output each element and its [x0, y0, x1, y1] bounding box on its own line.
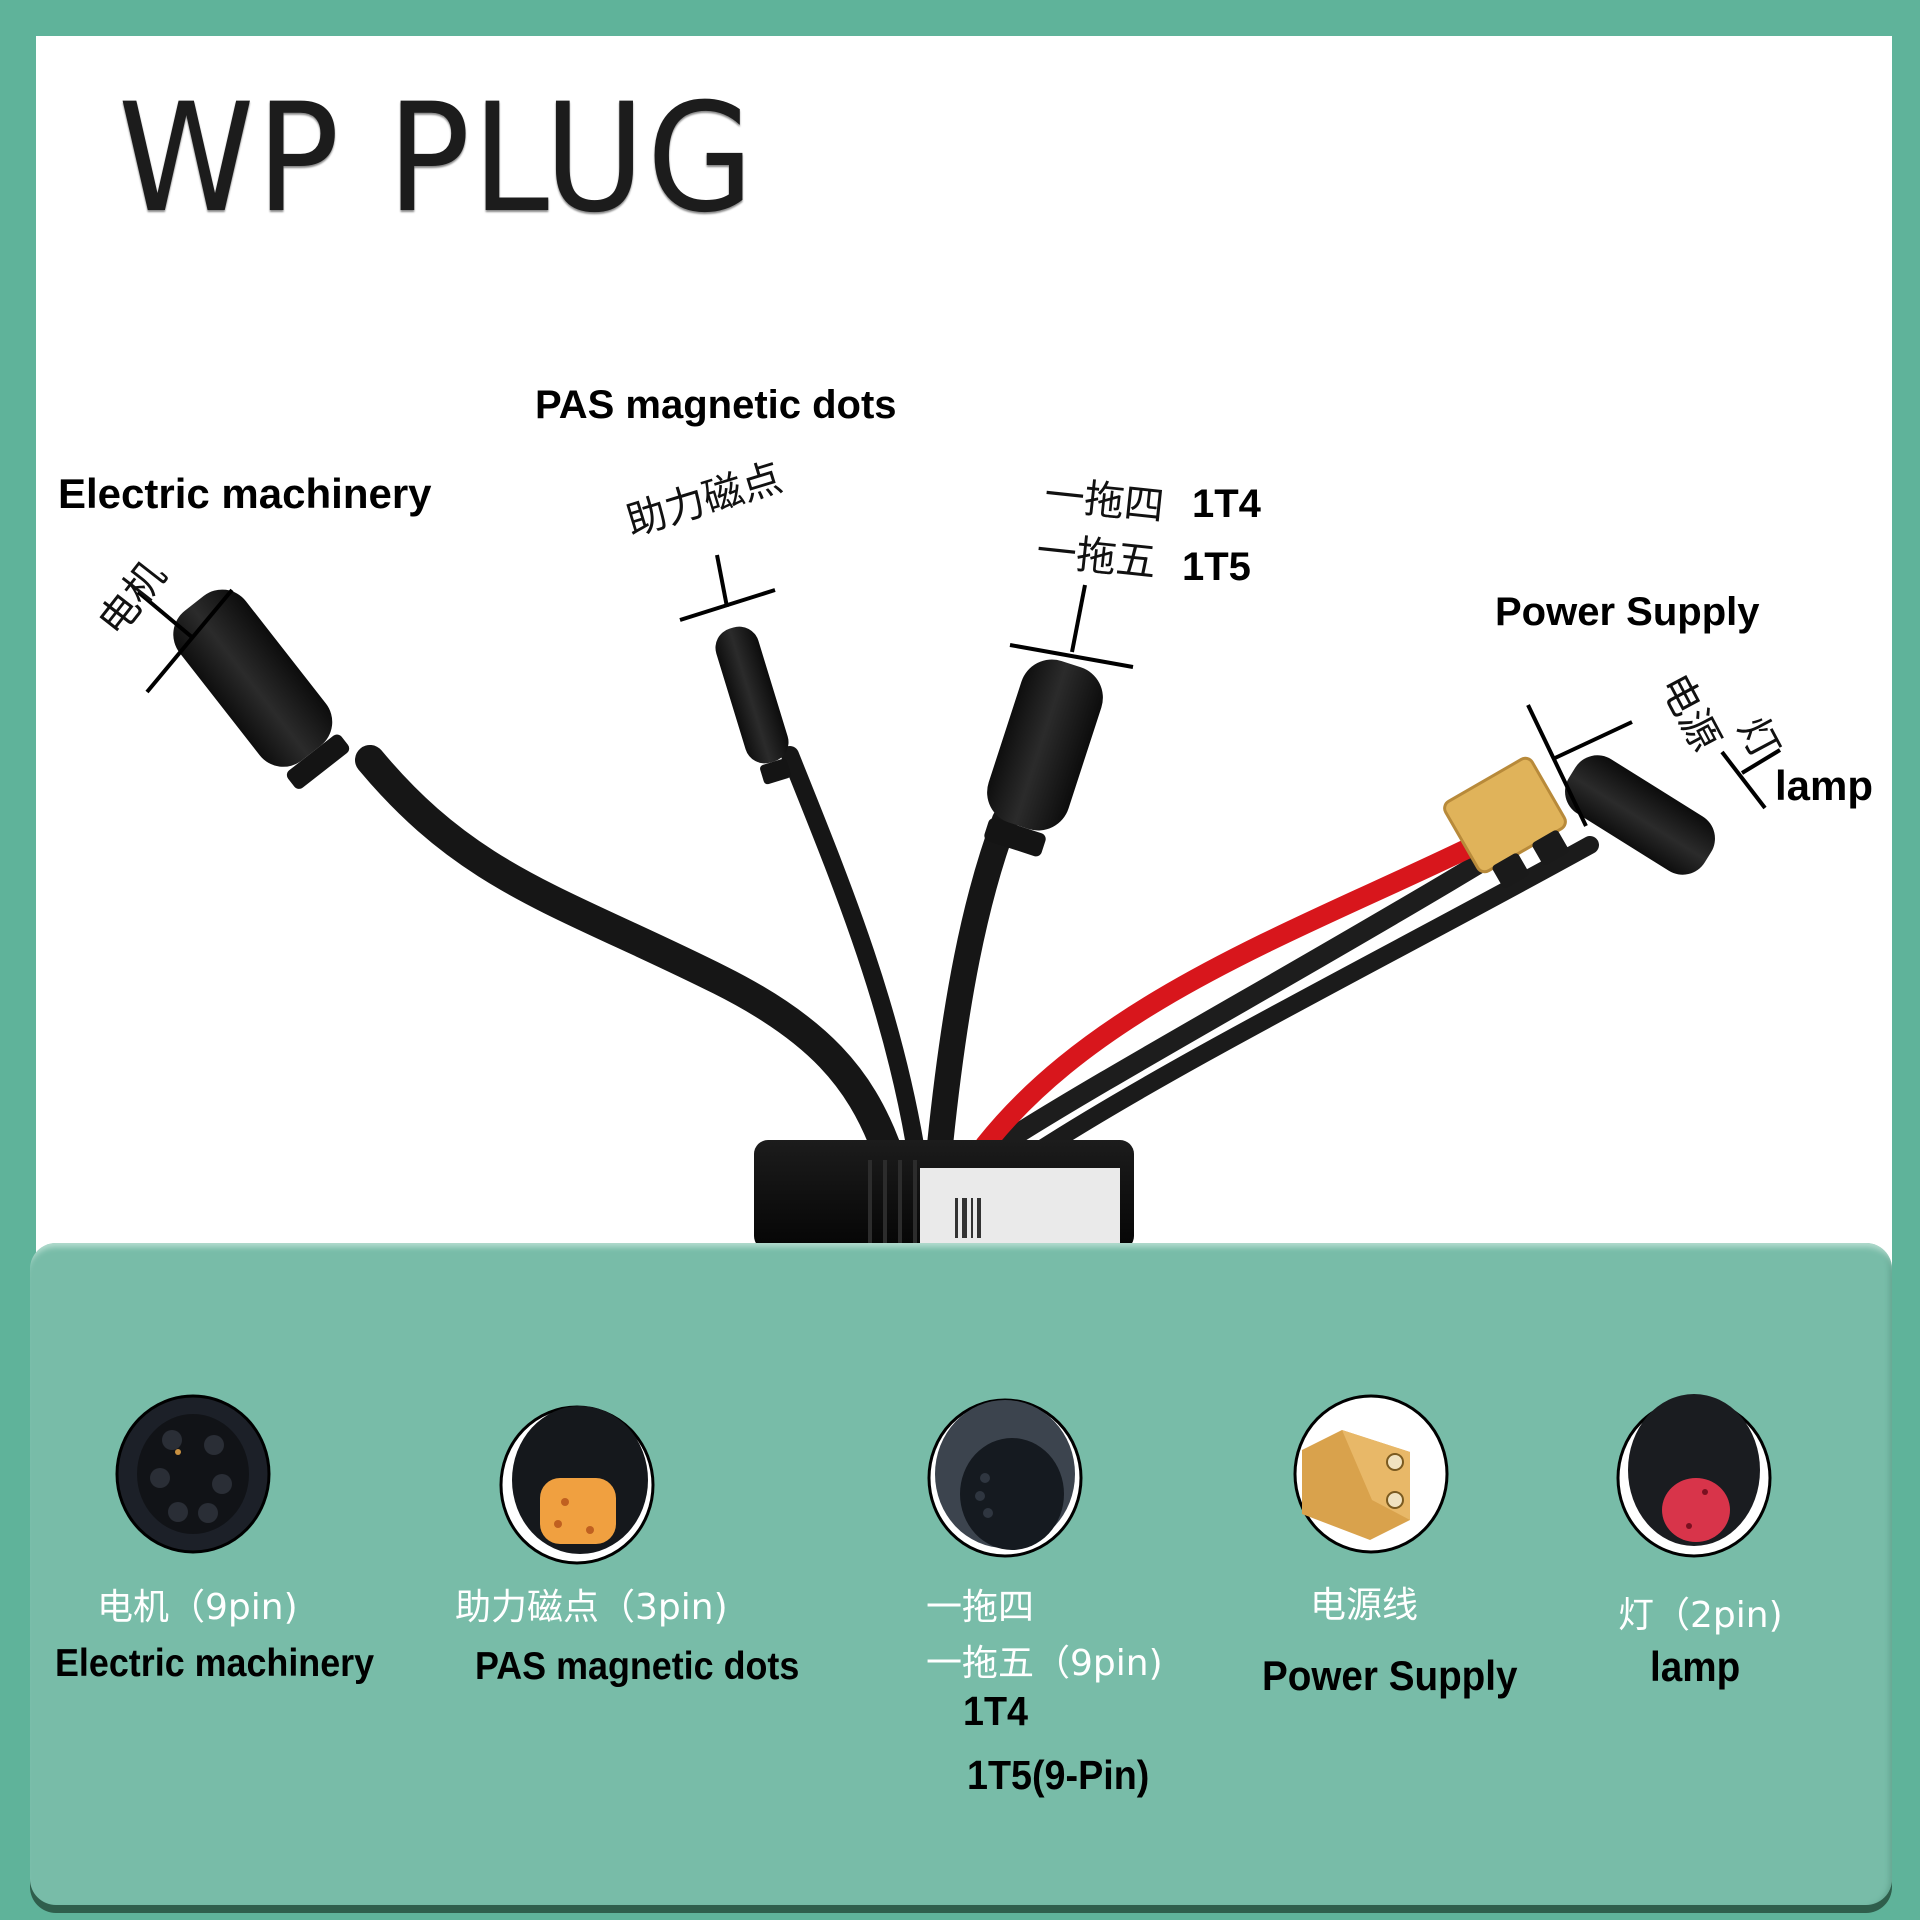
callout-1t4-en: 1T4	[1192, 482, 1261, 526]
pas-cable	[781, 746, 924, 1154]
motor-cable	[355, 745, 900, 1160]
legend-motor-en: Electric machinery	[55, 1642, 375, 1685]
legend-pas-en: PAS magnetic dots	[475, 1645, 800, 1688]
legend-1t5-cn: 一拖五（9pin)	[926, 1643, 1163, 1684]
legend-1t4-cn: 一拖四	[926, 1587, 1035, 1628]
product-photo-area	[36, 36, 1892, 1286]
lamp-plug	[1565, 755, 1715, 875]
legend-1t4-en: 1T4	[963, 1688, 1029, 1734]
xt60-power-connector	[1443, 756, 1569, 888]
connector-legend-panel	[30, 1243, 1892, 1905]
motor-plug	[173, 589, 350, 789]
legend-motor-cn: 电机（9pin)	[97, 1587, 298, 1628]
one-to-x-plug	[984, 659, 1103, 857]
power-black-wire	[990, 850, 1495, 1155]
motor-connector-face	[115, 1394, 271, 1554]
page-title: WP PLUG	[118, 72, 756, 246]
callout-lamp-en: lamp	[1775, 762, 1874, 809]
one-to-x-connector-face	[927, 1398, 1083, 1558]
legend-lamp-en: lamp	[1650, 1643, 1741, 1690]
legend-1t5-en: 1T5(9-Pin)	[967, 1752, 1150, 1798]
legend-lamp-cn: 灯（2pin)	[1618, 1595, 1783, 1636]
pas-connector-face	[499, 1405, 655, 1565]
controller-box	[754, 1140, 1134, 1250]
power-red-wire	[975, 835, 1485, 1155]
pas-plug	[715, 626, 791, 785]
callout-1t5-en: 1T5	[1182, 545, 1251, 589]
lamp-connector-face	[1616, 1394, 1772, 1558]
xt60-connector-face	[1293, 1394, 1449, 1554]
lamp-cable	[1031, 836, 1599, 1159]
legend-power-en: Power Supply	[1262, 1652, 1518, 1699]
callout-power-en: Power Supply	[1495, 590, 1760, 634]
callout-lines	[136, 554, 1782, 827]
callout-motor-en: Electric machinery	[58, 470, 432, 517]
legend-power-cn: 电源线	[1310, 1585, 1419, 1626]
legend-pas-cn: 助力磁点（3pin)	[455, 1587, 728, 1628]
one-to-x-cable	[927, 807, 1018, 1158]
callout-pas-en: PAS magnetic dots	[535, 383, 897, 427]
